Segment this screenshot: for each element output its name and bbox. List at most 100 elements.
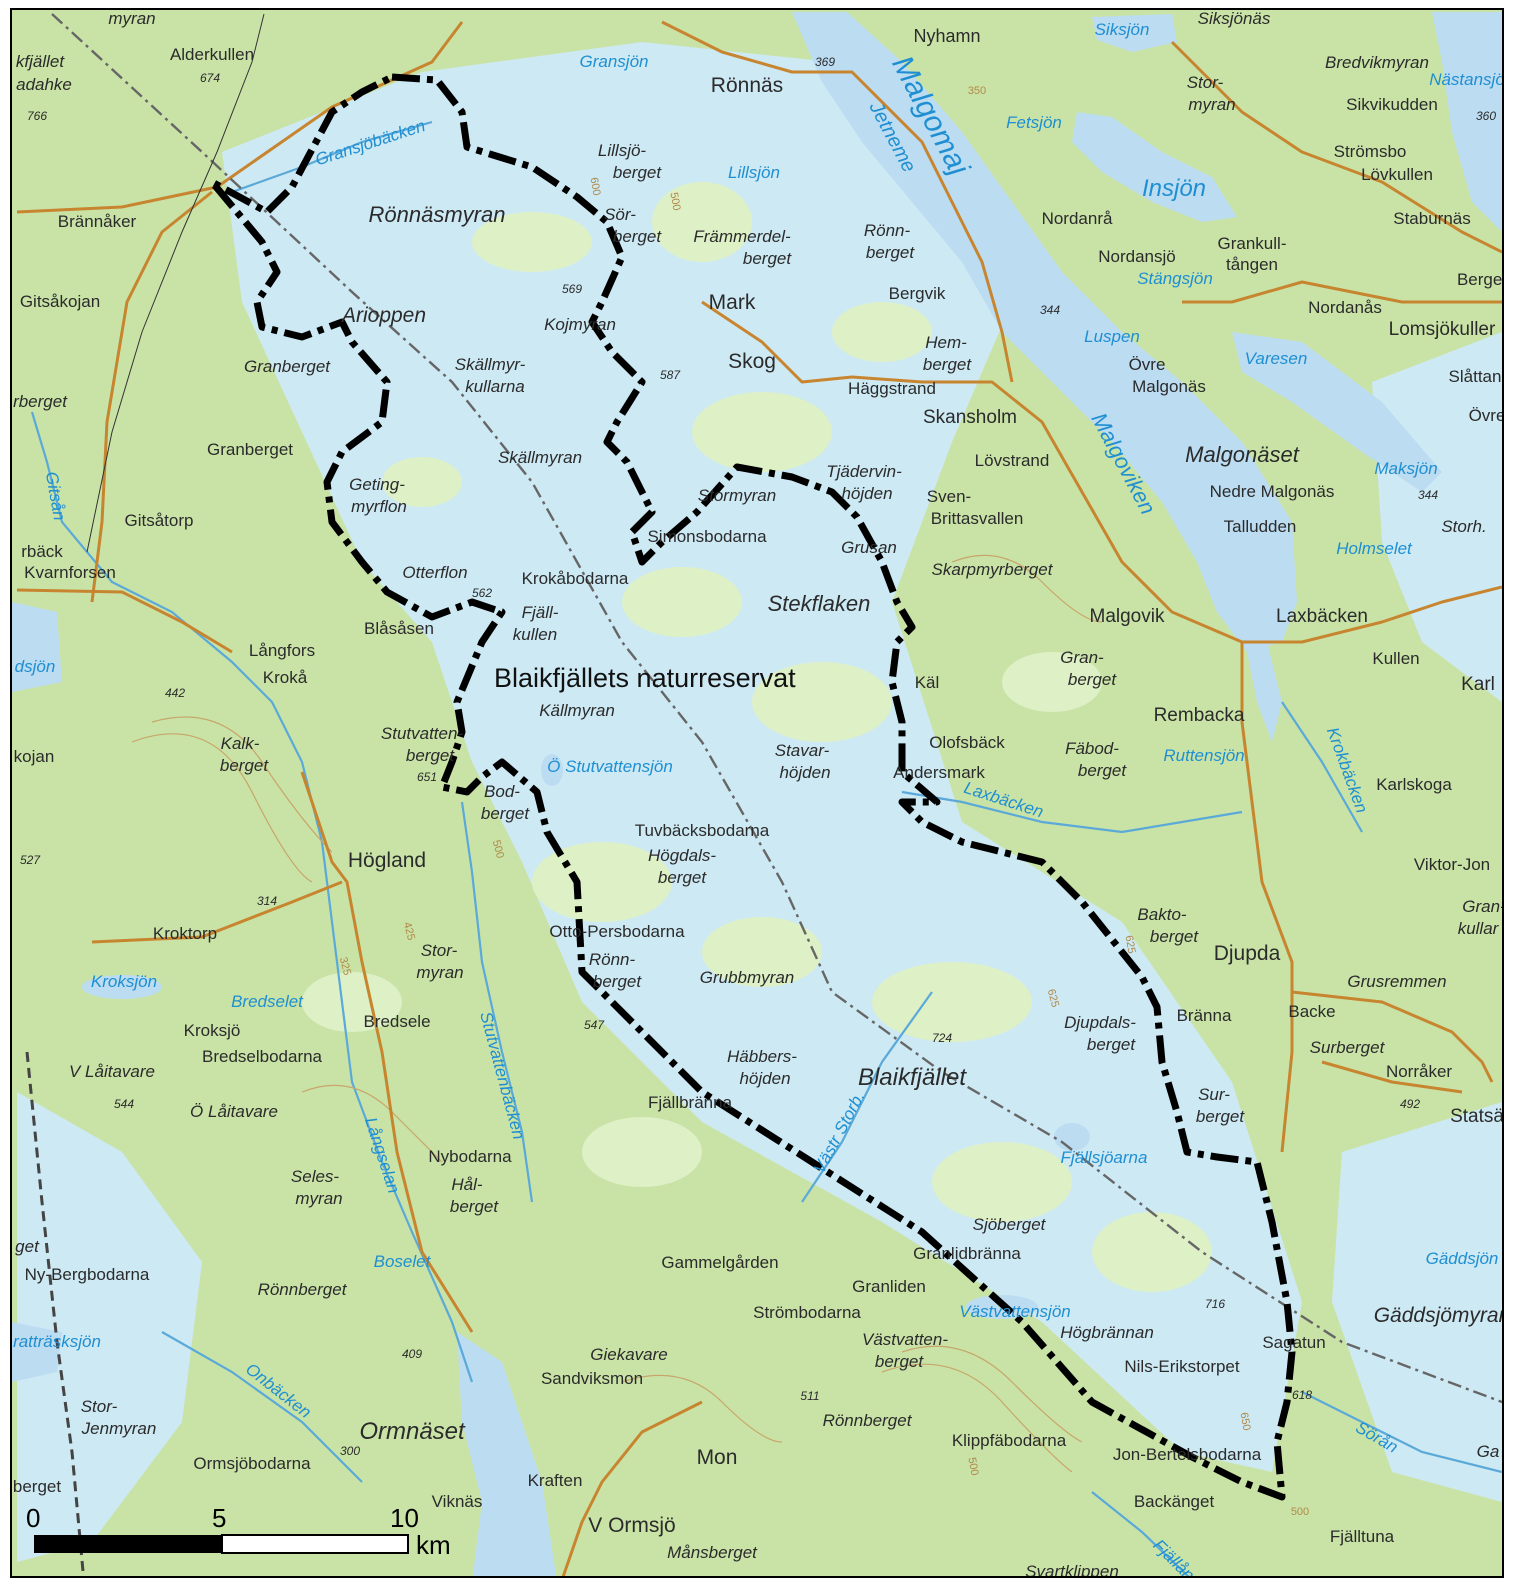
place-label: Högdals-: [648, 846, 716, 865]
place-label: Gammelgården: [661, 1253, 778, 1272]
place-label: Västvatten-: [862, 1330, 948, 1349]
place-label: Kraften: [528, 1471, 583, 1490]
place-label: Långfors: [249, 641, 315, 660]
contour: [951, 554, 1103, 623]
mire-patch: [1332, 1102, 1502, 1502]
place-label: Surberget: [1310, 1038, 1386, 1057]
spot-height: 442: [165, 686, 185, 700]
place-label: Sagatun: [1262, 1333, 1325, 1352]
forest-patch: [832, 302, 932, 362]
water-label: ratträsksjön: [13, 1332, 101, 1351]
place-label: Kvarnforsen: [24, 563, 116, 582]
place-label: Källmyran: [539, 701, 615, 720]
river-soran: [1301, 1391, 1502, 1474]
scale-label-5: 5: [212, 1503, 226, 1533]
lake-siksjon: [1092, 14, 1177, 52]
place-label: Grankull-: [1218, 234, 1287, 253]
spot-height: 716: [1205, 1297, 1225, 1311]
place-label: Käl: [915, 673, 940, 692]
place-label: berget: [1078, 761, 1127, 780]
place-label: tången: [1226, 255, 1278, 274]
lake-ormsjon: [457, 1332, 557, 1576]
place-label: Rönnäs: [711, 74, 783, 97]
place-label: Skällmyran: [498, 448, 582, 467]
spot-height: 562: [472, 586, 492, 600]
place-label: Staburnäs: [1393, 209, 1471, 228]
spot-height: 569: [562, 282, 582, 296]
spot-height: 547: [584, 1018, 605, 1032]
forest-patch: [1002, 652, 1102, 712]
place-label: kullen: [513, 625, 557, 644]
road: [1182, 280, 1502, 304]
place-label: Grusan: [841, 538, 897, 557]
contour-label: 600: [587, 176, 602, 196]
place-label: Seles-: [291, 1167, 340, 1186]
place-label: Stor-: [1187, 73, 1224, 92]
scale-label-10: 10: [390, 1503, 419, 1533]
lake-varesen: [1232, 332, 1442, 492]
road: [1170, 40, 1502, 254]
spot-height: 344: [1418, 488, 1438, 502]
road: [701, 300, 1502, 644]
place-label: Sjöberget: [973, 1215, 1047, 1234]
place-label: berget: [450, 1197, 499, 1216]
forest-patch: [932, 1142, 1072, 1222]
road: [1321, 1060, 1463, 1094]
place-label: Berget: [1457, 270, 1504, 289]
lake-laxbacken: [1247, 642, 1282, 742]
place-label: Sven-: [927, 487, 971, 506]
place-label: Blåsåsen: [364, 619, 434, 638]
place-label: Skog: [728, 350, 776, 373]
place-label: Krokå: [263, 668, 308, 687]
place-label: Malgovik: [1090, 606, 1165, 627]
place-label: Giekavare: [590, 1345, 667, 1364]
place-label: Mark: [709, 291, 756, 314]
spot-height: 674: [200, 71, 220, 85]
contour: [881, 1363, 1073, 1473]
place-label: Nordansjö: [1098, 247, 1176, 266]
river-laxbacken: [901, 790, 1243, 834]
place-label: Rönnäsmyran: [369, 202, 506, 227]
place-label: adahke: [16, 75, 72, 94]
place-label: Alderkullen: [170, 45, 254, 64]
place-label: Sör-: [604, 205, 636, 224]
place-label: Högbrännan: [1060, 1323, 1154, 1342]
place-label: Strömbodarna: [753, 1303, 861, 1322]
lake-fjallsjoarna: [1054, 1123, 1090, 1151]
forest-patch: [872, 962, 1032, 1042]
place-label: V Låitavare: [69, 1062, 155, 1081]
place-label: Grubbmyran: [700, 968, 794, 987]
place-label: Rönn-: [864, 221, 911, 240]
place-label: Brittasvallen: [931, 509, 1024, 528]
road: [300, 771, 474, 1333]
place-label: myran: [416, 963, 463, 982]
spot-height: 344: [1040, 303, 1060, 317]
place-label: berget: [613, 227, 662, 246]
place-label: berget: [13, 1477, 61, 1496]
place-label: kojan: [14, 747, 55, 766]
place-label: Krokåbodarna: [522, 569, 629, 588]
power-line-thin: [86, 13, 265, 553]
water-label: Ö Stutvattensjön: [547, 757, 673, 776]
place-label: berget: [613, 163, 662, 182]
place-label: Kroksjö: [184, 1021, 241, 1040]
spot-height: 618: [1292, 1388, 1312, 1402]
water-label: Siksjön: [1095, 20, 1150, 39]
place-label: Fäbod-: [1065, 739, 1119, 758]
spot-height: 314: [257, 894, 277, 908]
place-label: Gäddsjömyran: [1374, 1304, 1504, 1327]
water-label: Fetsjön: [1006, 113, 1062, 132]
place-label: Häbbers-: [727, 1047, 797, 1066]
place-labels: NyhamnRönnäsAlderkullen674766myrankfjäll…: [13, 10, 1504, 1576]
reserve-title: Blaikfjällets naturreservat: [494, 663, 796, 693]
place-label: Granberget: [207, 440, 293, 459]
place-label: Otterflon: [402, 563, 467, 582]
road: [16, 588, 233, 654]
contour-label: 425: [401, 921, 417, 942]
place-label: Nedre Malgonäs: [1210, 482, 1335, 501]
spot-height: 511: [800, 1389, 819, 1403]
reserve-boundary: [208, 73, 1296, 1501]
place-label: Månsberget: [667, 1543, 758, 1562]
place-label: Laxbäcken: [1276, 606, 1368, 627]
